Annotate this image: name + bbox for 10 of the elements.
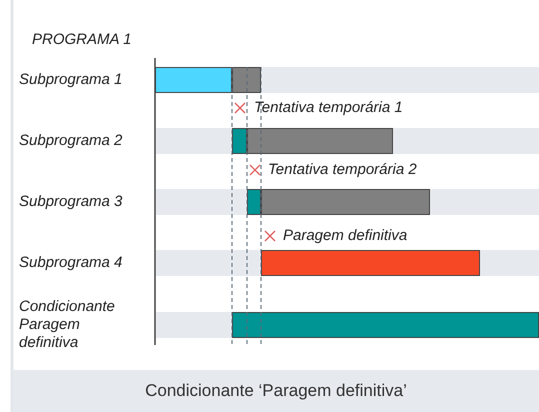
row-label: Subprograma 4: [19, 254, 122, 272]
caption-bar: Condicionante ‘Paragem definitiva’: [13, 370, 539, 412]
event-label: Tentativa temporária 1: [254, 99, 403, 117]
row-label: Subprograma 3: [19, 193, 122, 211]
event-label: Paragem definitiva: [283, 227, 408, 245]
row-label: Subprograma 1: [19, 71, 122, 89]
row-label: Subprograma 2: [19, 132, 122, 150]
chart-title: PROGRAMA 1: [32, 31, 132, 49]
event-label: Tentativa temporária 2: [268, 161, 417, 179]
row-label: Condicionante Paragem definitiva: [19, 298, 116, 352]
